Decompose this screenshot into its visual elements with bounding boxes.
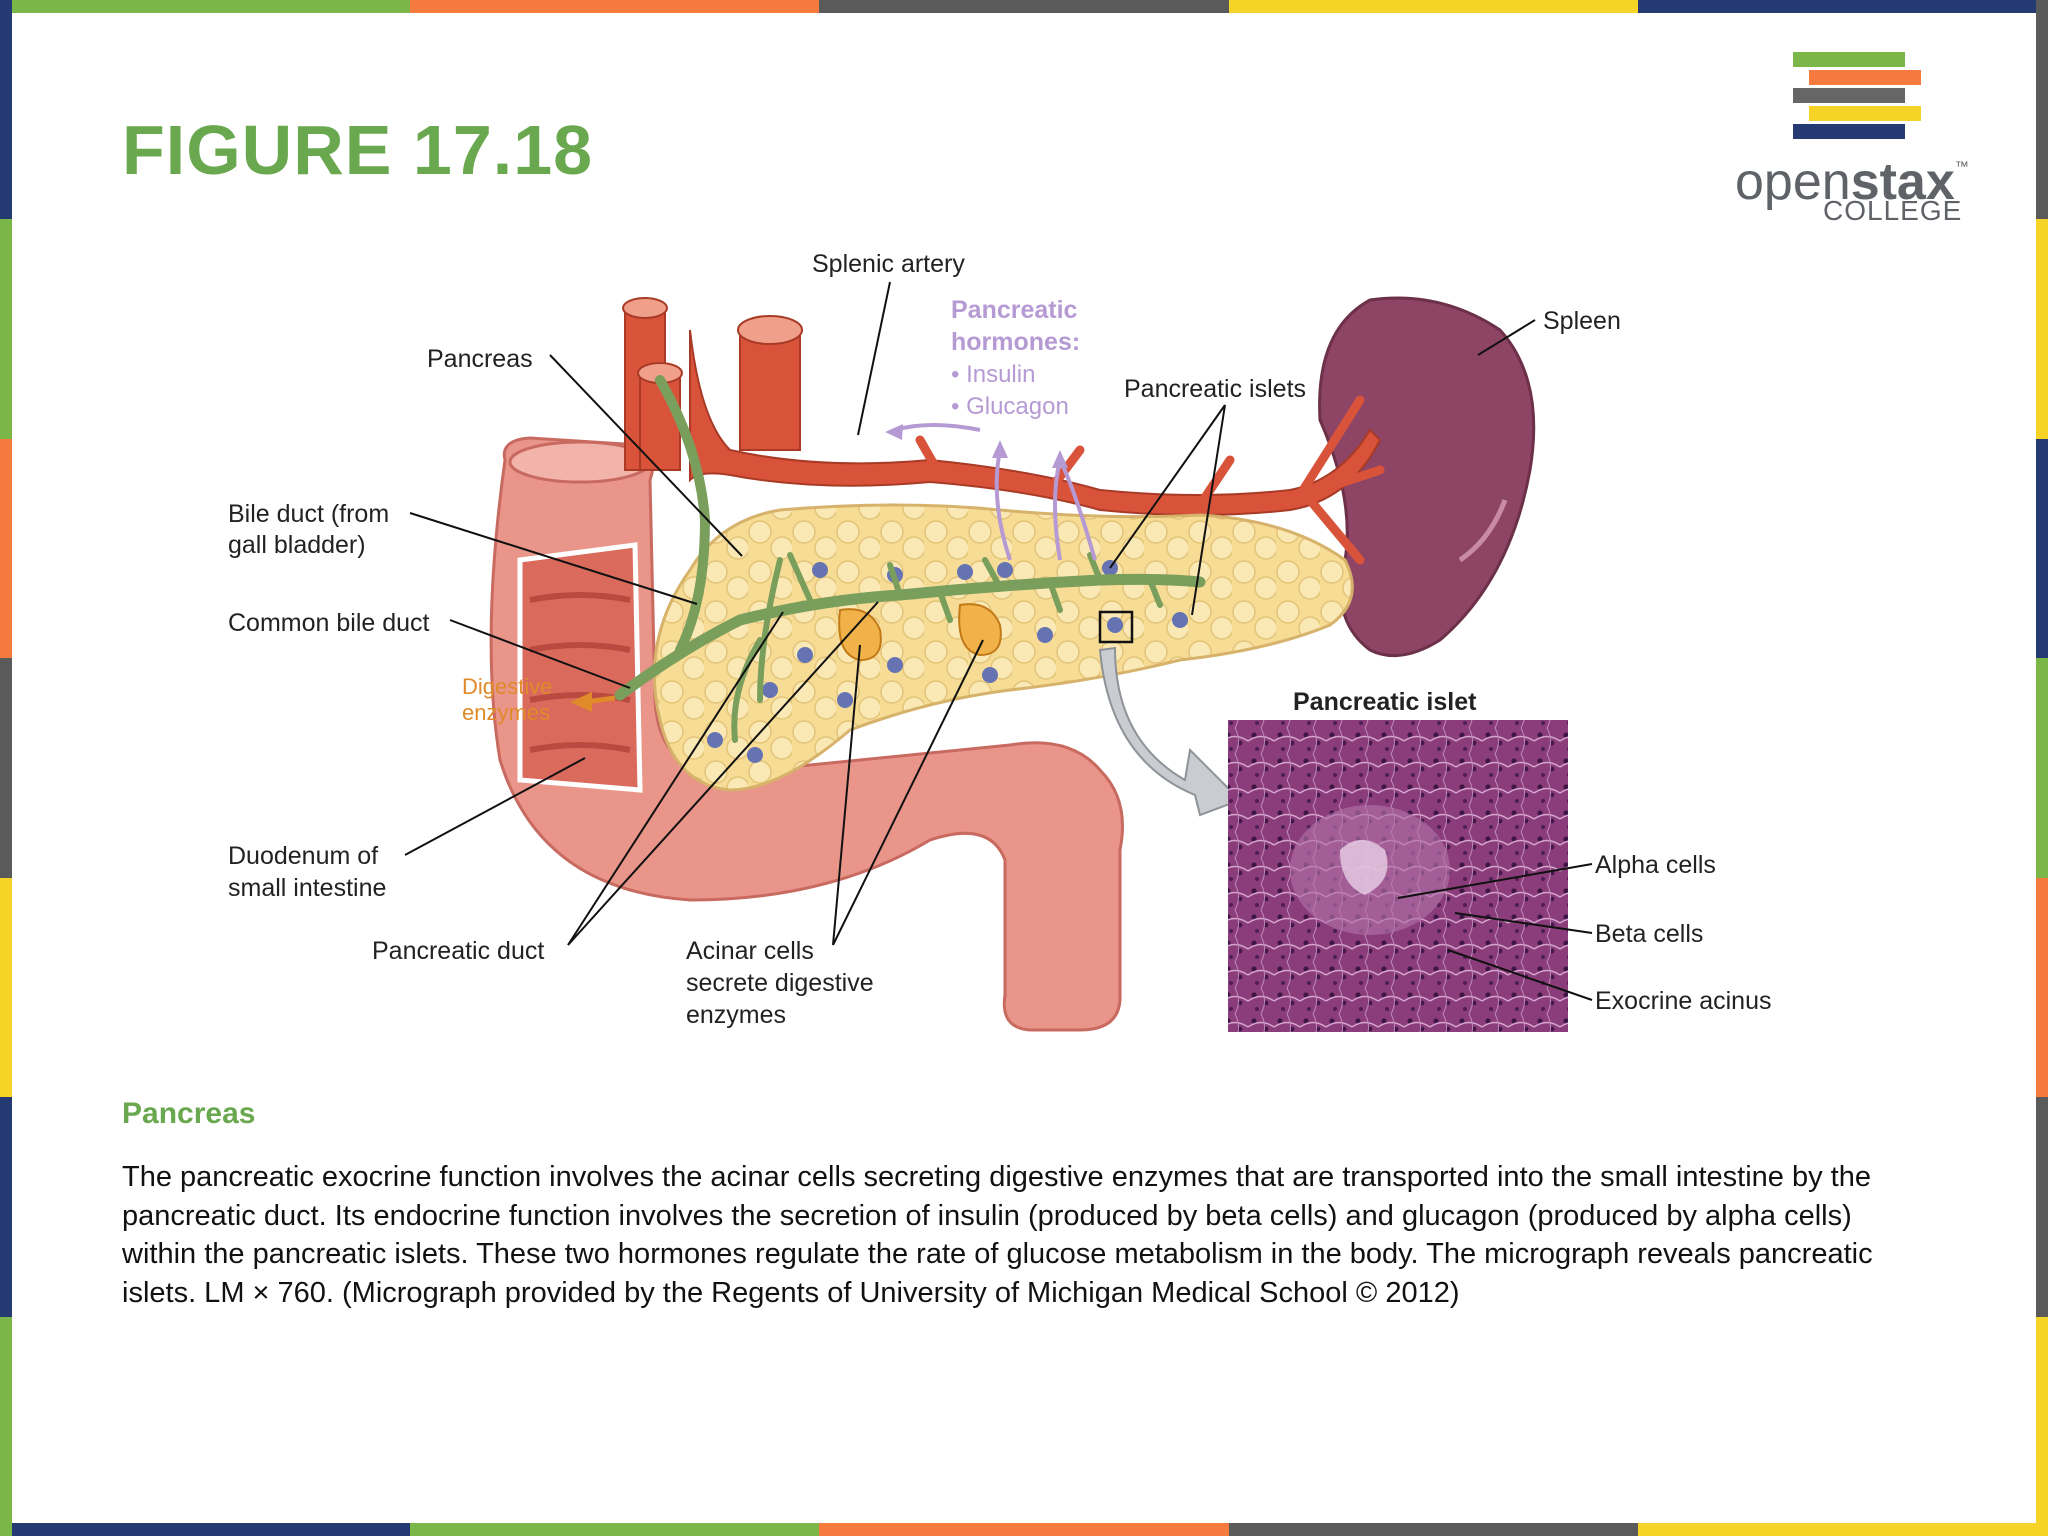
logo-word-bold: stax: [1850, 153, 1955, 211]
splenic-artery: [689, 329, 1382, 516]
magnification-arrow: [1098, 646, 1242, 817]
duodenum-cutaway: [517, 542, 643, 793]
logo-wordmark: openstax™: [1735, 152, 1969, 212]
label-hormones-title-line1: Pancreatic: [951, 296, 1078, 324]
frame-segment: [1228, 0, 1639, 13]
label-digestive-enzymes-line2: enzymes: [462, 700, 550, 725]
label-duodenum-line2: small intestine: [228, 874, 386, 902]
label-pancreatic-islet-inset: Pancreatic islet: [1293, 688, 1477, 716]
label-splenic-artery: Splenic artery: [812, 250, 965, 278]
duodenum-fold: [529, 592, 631, 753]
openstax-logo: openstax™ COLLEGE: [1735, 52, 1985, 232]
leader-pancreatic-duct: [567, 611, 784, 946]
label-bile-duct-line1: Bile duct (from: [228, 500, 389, 528]
logo-word-light: open: [1735, 153, 1851, 211]
leader-splenic-artery: [857, 281, 891, 436]
frame-segment: [1228, 1523, 1639, 1536]
artery-opening: [737, 315, 803, 345]
duodenum-shape: [489, 436, 1124, 1032]
islet-highlight-box: [1098, 610, 1134, 644]
frame-segment: [0, 0, 12, 220]
frame-left-border: [0, 0, 12, 1536]
frame-segment: [0, 1097, 12, 1317]
leader-beta-cells: [1454, 912, 1593, 934]
label-common-bile-duct: Common bile duct: [228, 609, 430, 637]
leader-pancreatic-duct: [567, 601, 879, 946]
leader-alpha-cells: [1397, 863, 1593, 899]
leader-spleen: [1477, 319, 1536, 356]
label-hormone-insulin: • Insulin: [951, 361, 1035, 388]
label-spleen: Spleen: [1543, 307, 1621, 335]
logo-trademark: ™: [1954, 158, 1969, 174]
frame-segment: [0, 1316, 12, 1536]
frame-right-border: [2036, 0, 2048, 1536]
leader-acinar: [832, 644, 861, 946]
label-pancreas: Pancreas: [427, 345, 533, 373]
leader-common-bile-duct: [449, 619, 631, 689]
label-exocrine-acinus: Exocrine acinus: [1595, 987, 1771, 1015]
duct-branches: [731, 552, 1163, 743]
frame-segment: [2036, 0, 2048, 220]
frame-segment: [0, 219, 12, 439]
label-acinar-line3: enzymes: [686, 1001, 786, 1029]
label-alpha-cells: Alpha cells: [1595, 851, 1716, 879]
label-acinar-line1: Acinar cells: [686, 937, 814, 965]
leader-bile-duct: [409, 512, 698, 605]
label-bile-duct-line2: gall bladder): [228, 531, 366, 559]
label-duodenum-line1: Duodenum of: [228, 842, 378, 870]
frame-segment: [2036, 1097, 2048, 1317]
caption-body: The pancreatic exocrine function involve…: [122, 1161, 1873, 1309]
leader-acinar: [832, 639, 984, 946]
frame-segment: [0, 658, 12, 878]
leader-pancreatic-islets: [1109, 404, 1226, 569]
aorta-branch: [739, 329, 801, 451]
logo-bar: [1793, 88, 1905, 103]
frame-bottom-border: [0, 1523, 2048, 1536]
frame-segment: [0, 877, 12, 1098]
logo-subtitle: COLLEGE: [1823, 195, 1963, 226]
frame-segment: [2036, 438, 2048, 659]
frame-segment: [2036, 1316, 2048, 1536]
spleen-shape: [1318, 296, 1536, 658]
frame-segment: [409, 0, 820, 13]
frame-segment: [0, 1523, 410, 1536]
leader-pancreas: [549, 354, 743, 557]
label-hormone-glucagon: • Glucagon: [951, 393, 1069, 420]
frame-segment: [2036, 877, 2048, 1098]
pancreas-diagram: Splenic artery Pancreas Bile duct (from …: [228, 250, 1771, 1032]
frame-segment: [819, 1523, 1229, 1536]
frame-segment: [0, 438, 12, 659]
frame-segment: [819, 0, 1229, 13]
logo-bar: [1809, 106, 1921, 121]
figure-title: FIGURE 17.18: [122, 111, 594, 189]
label-pancreatic-islets: Pancreatic islets: [1124, 375, 1306, 403]
logo-bar: [1793, 52, 1905, 67]
label-pancreatic-duct: Pancreatic duct: [372, 937, 544, 965]
acinar-clusters: [838, 603, 1002, 662]
islet-highlight: [1340, 840, 1388, 895]
label-acinar-line2: secrete digestive: [686, 969, 874, 997]
bile-duct: [655, 375, 711, 655]
leader-pancreatic-islets: [1191, 404, 1226, 616]
leader-exocrine-acinus: [1447, 949, 1593, 1001]
logo-bar: [1793, 124, 1905, 139]
label-hormones-title-line2: hormones:: [951, 328, 1080, 356]
frame-segment: [0, 0, 410, 13]
splenic-branches: [915, 395, 1385, 565]
artery-opening: [622, 297, 668, 319]
label-beta-cells: Beta cells: [1595, 920, 1703, 948]
leader-duodenum: [404, 757, 586, 856]
label-digestive-enzymes-line1: Digestive: [462, 674, 552, 699]
frame-segment: [409, 1523, 820, 1536]
frame-segment: [2036, 658, 2048, 878]
frame-segment: [1638, 0, 2048, 13]
frame-top-border: [0, 0, 2048, 13]
frame-segment: [1638, 1523, 2048, 1536]
frame-segment: [2036, 219, 2048, 439]
logo-bar: [1809, 70, 1921, 85]
caption-heading: Pancreas: [122, 1097, 256, 1130]
enzyme-arrowhead: [570, 692, 592, 712]
spleen-highlight: [1458, 499, 1508, 563]
